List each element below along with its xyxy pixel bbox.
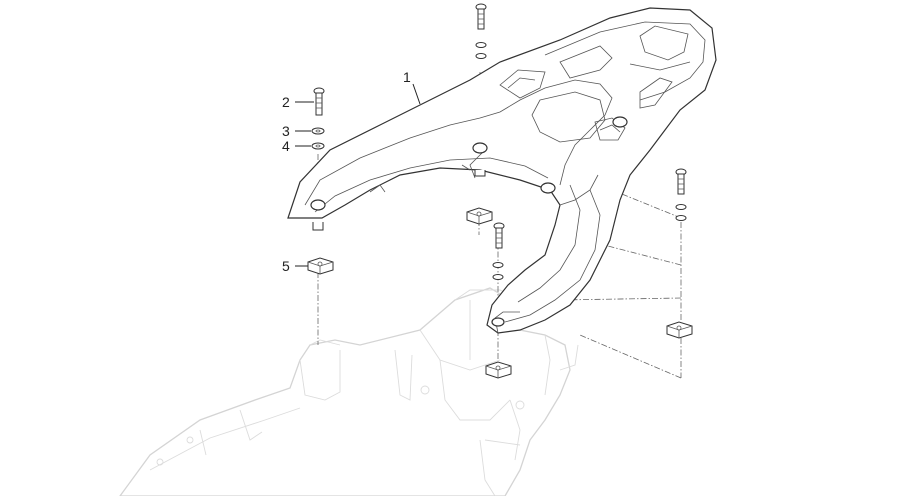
callout-label-3: 3: [282, 123, 290, 139]
clip-nut-left: [307, 257, 334, 275]
luggage-rack: [287, 7, 717, 334]
callout-3: 3: [282, 123, 311, 139]
screw-right: [675, 168, 687, 221]
washer-left-upper: [311, 127, 325, 135]
callout-5: 5: [282, 258, 308, 274]
screw-middle: [492, 222, 505, 280]
callout-2: 2: [282, 94, 314, 110]
callout-4: 4: [282, 138, 311, 154]
callout-label-1: 1: [403, 69, 411, 85]
callout-label-4: 4: [282, 138, 290, 154]
clip-nut-right: [666, 321, 693, 339]
callout-1: 1: [403, 69, 421, 105]
washer-left-lower: [311, 142, 325, 150]
ghost-frame: [119, 287, 579, 496]
clip-nut-lower: [485, 361, 512, 379]
clip-nut-center: [466, 207, 493, 225]
screw-left: [313, 87, 325, 116]
callout-label-2: 2: [282, 94, 290, 110]
screw-top-center: [475, 3, 487, 59]
callout-label-5: 5: [282, 258, 290, 274]
